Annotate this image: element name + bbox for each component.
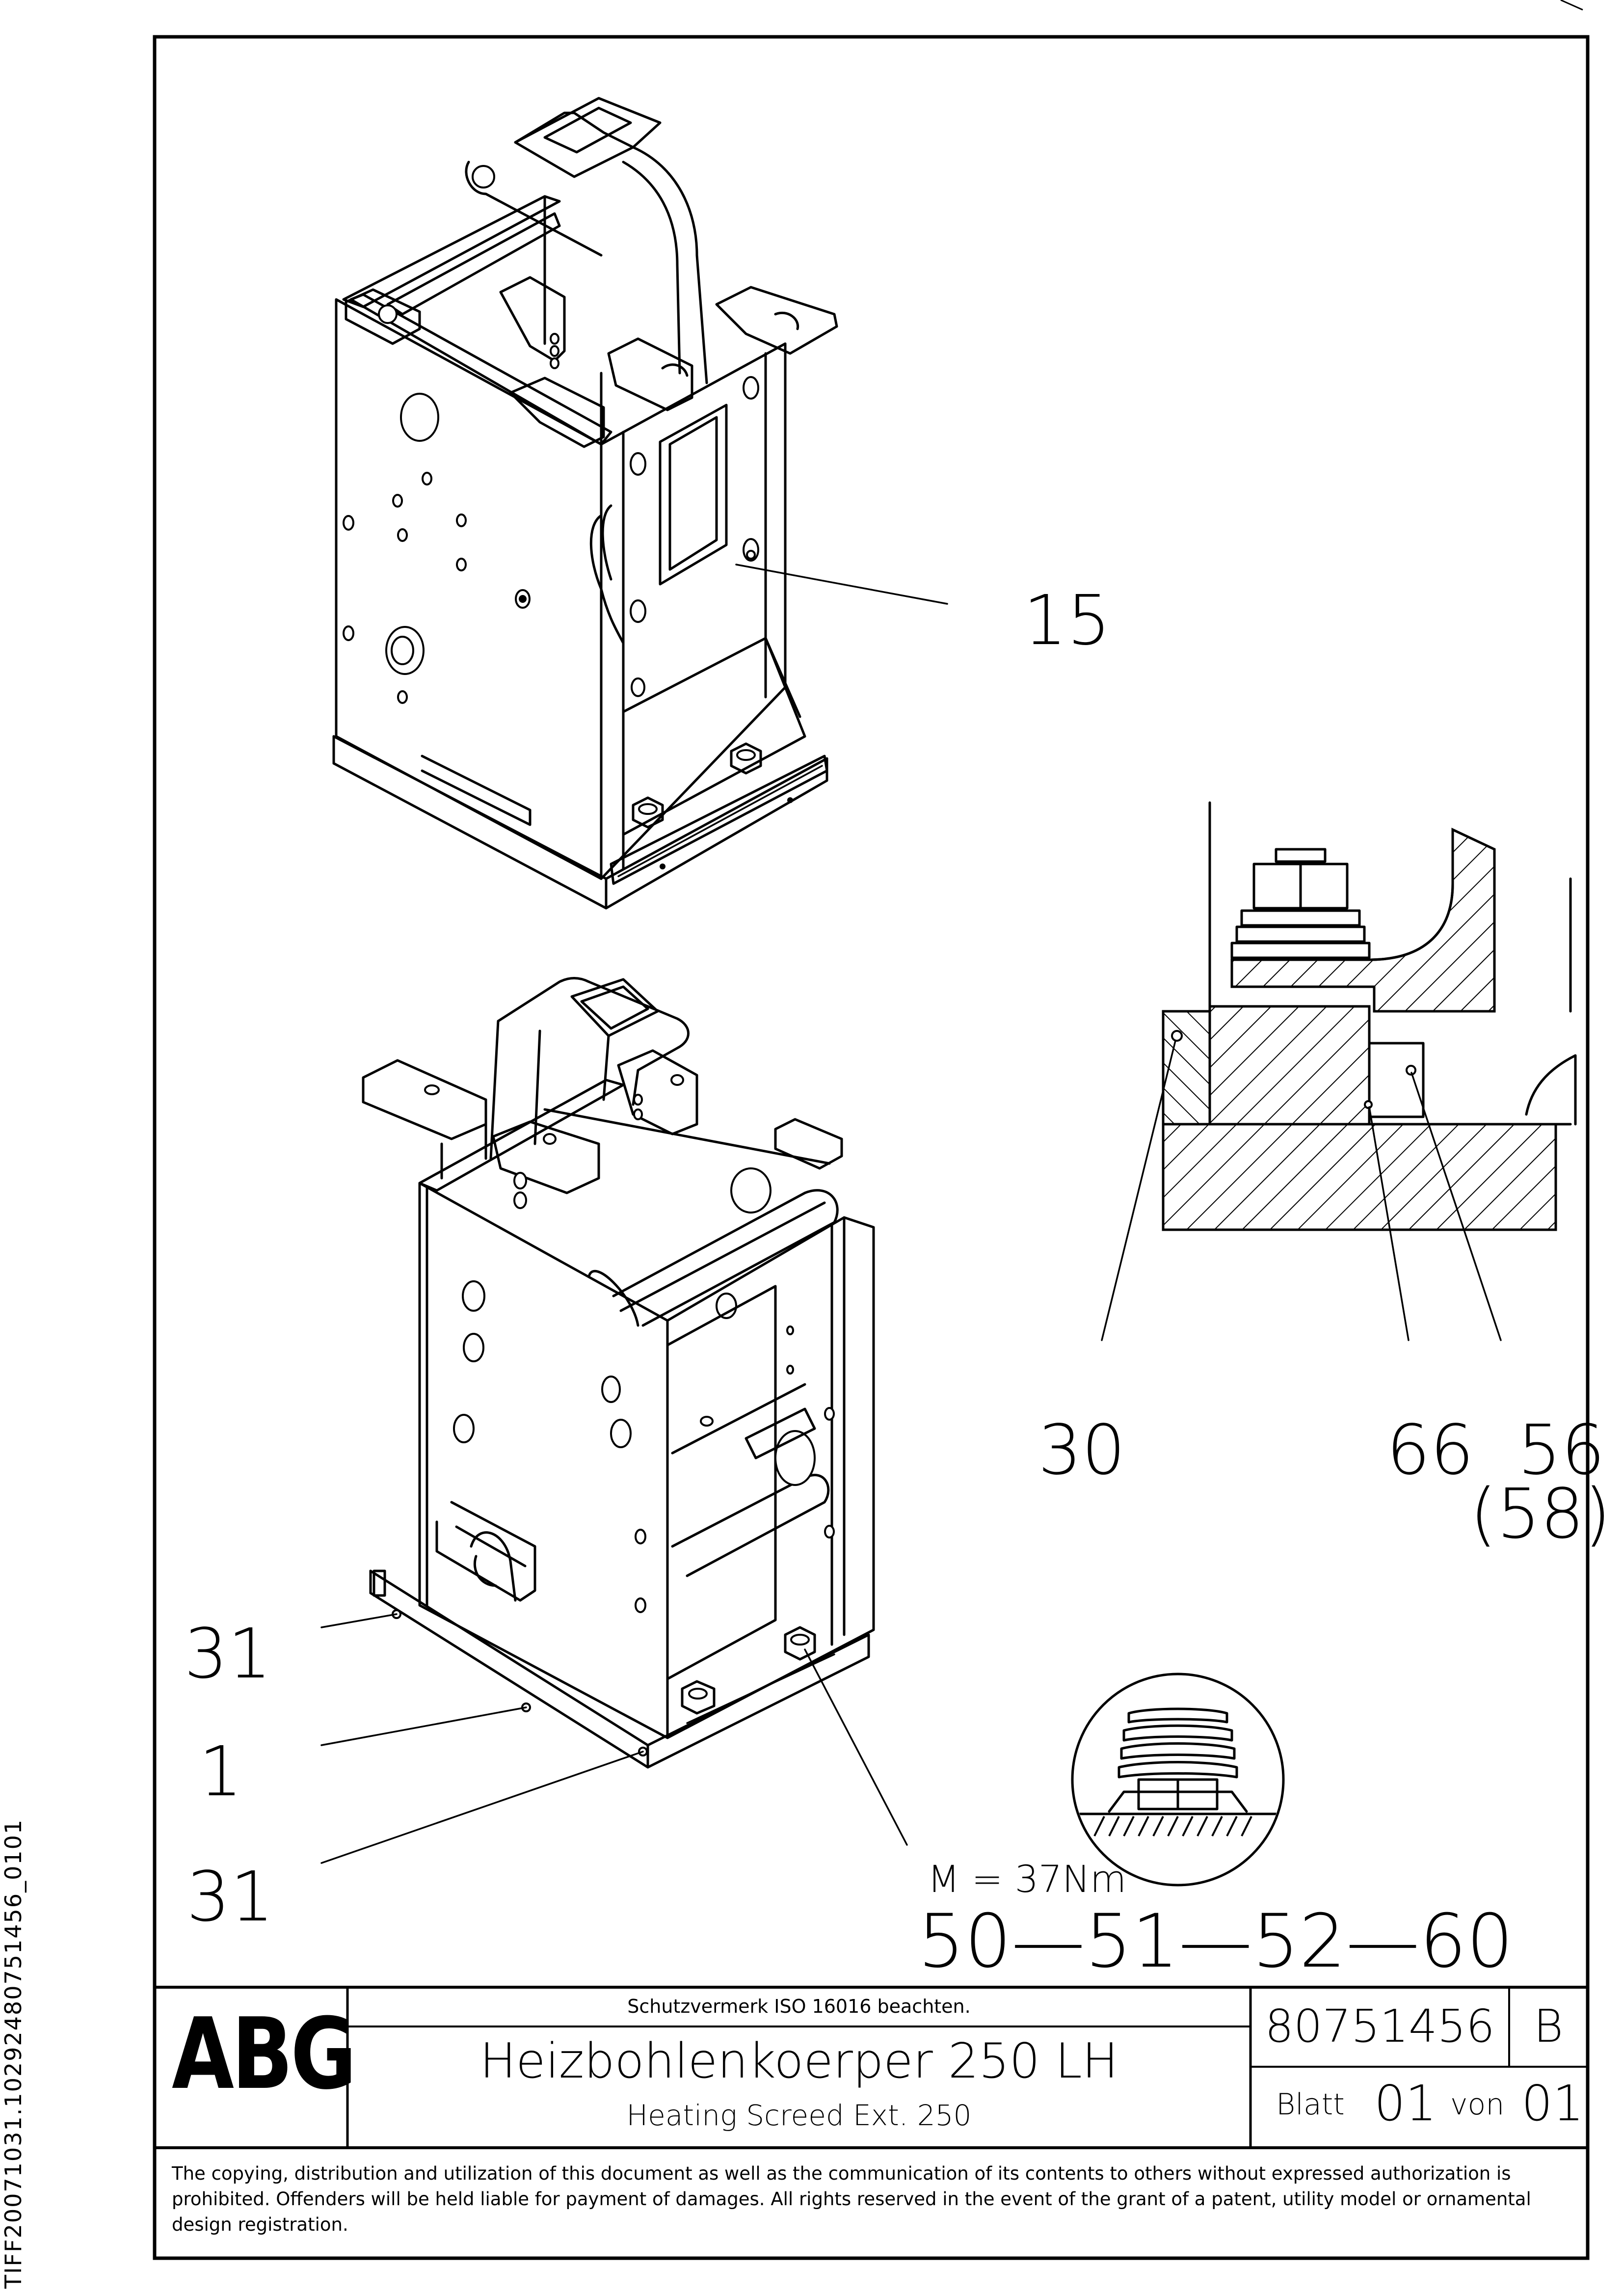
file-identifier: TIFF20071031.10292480751456_0101 [0,1818,27,2289]
upper-isometric-view [332,97,948,910]
drawing-frame [153,35,1590,2260]
section-detail-view [1101,801,1589,1341]
callout-58: (58) [1470,1474,1611,1554]
protection-note: Schutzvermerk ISO 16016 beachten. [627,1996,971,2017]
of-label: von [1450,2087,1505,2122]
callout-31-bottom: 31 [186,1857,274,1937]
callout-15: 15 [1023,581,1111,661]
callout-66-56: 66 56 [1386,1410,1605,1490]
sheet-label: Blatt [1276,2087,1345,2122]
sheet-total: 01 [1521,2075,1584,2132]
revision-letter: B [1533,2000,1564,2053]
abg-logo: ABG [172,1997,357,2111]
callout-30: 30 [1038,1410,1126,1490]
nut-detail-circle [1071,1673,1285,1887]
torque-specification: M = 37Nm [928,1857,1127,1901]
callout-31-top: 31 [184,1614,272,1694]
sheet-number: 01 [1374,2075,1437,2132]
callout-bolt-group: 50—51—52—60 [918,1899,1514,1984]
drawing-title-de: Heizbohlenkoerper 250 LH [479,2033,1118,2089]
drawing-number: 80751456 [1265,2000,1495,2053]
lower-isometric-view [320,977,908,1864]
drawing-title-en: Heating Screed Ext. 250 [626,2099,972,2132]
copyright-notice: The copying, distribution and utilizatio… [172,2163,1531,2235]
callout-1: 1 [199,1732,243,1812]
